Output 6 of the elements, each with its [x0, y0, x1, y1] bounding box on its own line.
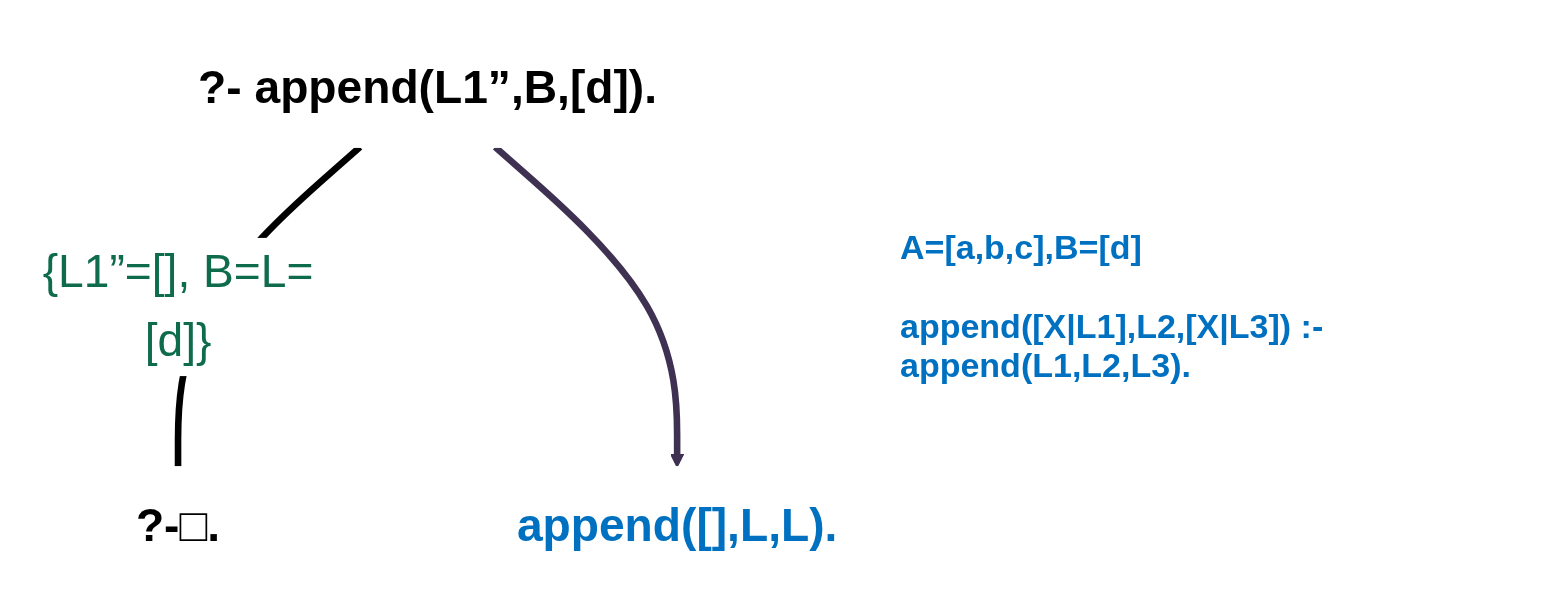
node-text: append([],L,L).: [516, 499, 838, 551]
code-text: append([X|L1],L2,[X|L3]) :- append(L1,L2,L3).: [900, 307, 1325, 385]
edge-label: {L1”=[], B=L=[d]}: [42, 245, 314, 366]
code-text: A=[a,b,c],B=[d]: [900, 228, 1143, 267]
node-text: ?- append(L1”,B,[d]).: [198, 60, 658, 112]
node-text: ?-□.: [135, 499, 221, 551]
